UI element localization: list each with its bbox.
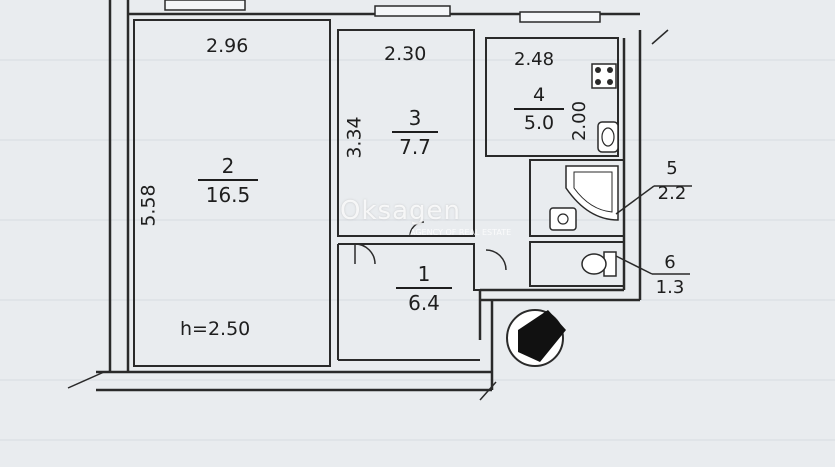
room-3-outline [337,29,475,237]
background-grid [0,59,835,441]
bathtub-icon [565,165,619,221]
room-5-outline [529,159,625,237]
bathroom-sink-icon [549,207,577,231]
dimension-marks [67,29,669,401]
room-1-outline [338,243,480,291]
room-area: 6.4 [408,291,440,315]
room-2-label: 2 16.5 [198,156,258,205]
room-area: 5.0 [523,112,555,134]
room-number: 5 [666,158,678,179]
room-4-length-label: 2.00 [569,100,591,142]
room-1-label: 1 6.4 [396,264,452,313]
room-3-width-label: 2.30 [384,43,427,65]
room-number: 6 [664,252,676,273]
ventilation-shaft-icon [506,309,566,367]
room-2-length-label: 5.58 [137,184,160,227]
ceiling-height-label: h=2.50 [180,318,251,340]
room-5-label: 5 2.2 [652,160,692,203]
room-area: 1.3 [655,277,685,298]
room-4-outline [485,37,619,157]
toilet-icon [581,251,617,277]
room-3-label: 3 7.7 [392,108,438,157]
room-area: 2.2 [657,183,687,204]
room-4-label: 4 5.0 [514,86,564,133]
room-number: 1 [396,264,452,289]
watermark: Oksagen [340,196,461,226]
room-area: 16.5 [205,183,251,207]
kitchen-sink-icon [597,121,619,153]
stove-icon [591,63,617,89]
windows [164,0,601,23]
room-number: 2 [198,156,258,181]
door-swings [354,221,507,271]
room-3-length-label: 3.34 [343,116,366,159]
watermark-subtitle: AGENCY OF REAL ESTATE [410,228,512,237]
room-6-label: 6 1.3 [650,254,690,297]
room-area: 7.7 [399,135,431,159]
leader-lines [615,185,692,275]
room-2-width-label: 2.96 [206,35,249,57]
room-number: 3 [392,108,438,133]
room-4-width-label: 2.48 [514,49,555,70]
room-6-outline [529,241,625,287]
room-2-outline [133,19,331,367]
room-number: 4 [514,86,564,110]
